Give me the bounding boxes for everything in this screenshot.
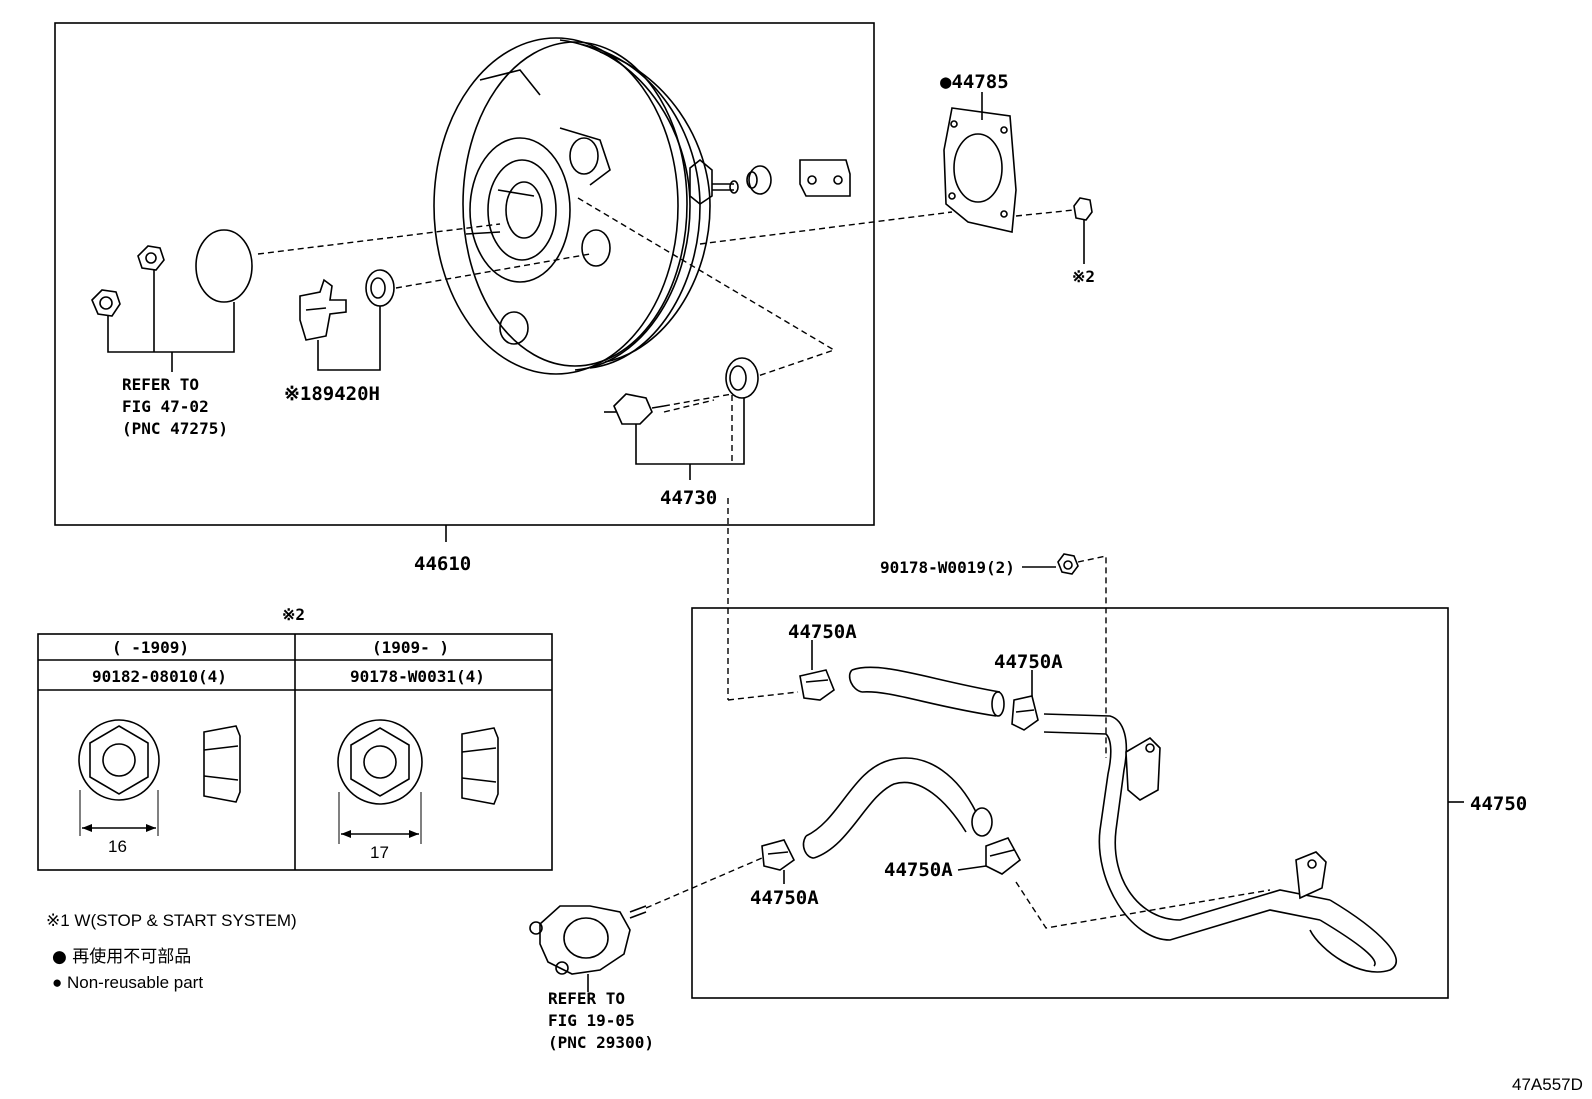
check-valve-grommet	[725, 357, 759, 399]
check-valve	[604, 393, 665, 425]
note-non-reusable-jp: ● 再使用不可部品	[52, 946, 191, 967]
hose-clip-4	[985, 837, 1022, 875]
hose-clip-2	[1011, 695, 1039, 731]
hose-clip-3	[761, 839, 796, 871]
label-44750a-4: 44750A	[884, 859, 953, 881]
vacuum-hose-lower	[802, 757, 993, 859]
refer-fig19-line1: REFER TO	[548, 989, 625, 1008]
brake-booster-body	[433, 37, 711, 375]
label-44750a-2: 44750A	[994, 651, 1063, 673]
refer-fig47-line2: FIG 47-02	[122, 397, 209, 416]
push-rod	[689, 158, 739, 205]
note-non-reusable-en: ● Non-reusable part	[52, 973, 203, 992]
hose-clip-1	[799, 669, 835, 701]
label-44785: ●44785	[940, 71, 1009, 93]
nut-16-front-view	[78, 719, 160, 801]
flange-nut-mark2	[1073, 197, 1093, 264]
table-col2-part: 90178-W0031(4)	[350, 667, 485, 686]
label-44730: 44730	[660, 487, 717, 509]
label-44750a-3: 44750A	[750, 887, 819, 909]
hose-assembly-frame	[691, 607, 1449, 999]
vacuum-hose-upper	[848, 666, 1005, 717]
refer-fig19-line2: FIG 19-05	[548, 1011, 635, 1030]
hose-bracket-nut	[1057, 553, 1079, 575]
sensor-grommet	[365, 269, 395, 307]
refer-fig47-line3: (PNC 47275)	[122, 419, 228, 438]
label-89420h: ※189420H	[284, 383, 380, 405]
label-90178-w0019: 90178-W0019(2)	[880, 558, 1015, 577]
nut-17-side-view	[461, 727, 499, 805]
vacuum-pipe	[1043, 713, 1397, 973]
table-col1-part: 90182-08010(4)	[92, 667, 227, 686]
table-col2-range: (1909- )	[372, 638, 449, 657]
label-44750: 44750	[1470, 793, 1527, 815]
pipe-bracket-lower	[1295, 851, 1327, 900]
note-stop-start: ※1 W(STOP & START SYSTEM)	[46, 911, 297, 930]
refer-fig47-line1: REFER TO	[122, 375, 199, 394]
label-44610: 44610	[414, 553, 471, 575]
table-mark2: ※2	[282, 605, 305, 624]
dimension-16: 16	[108, 837, 127, 856]
nut-17-front-view	[337, 719, 423, 805]
o-ring	[195, 229, 253, 303]
nut-left-upper	[137, 245, 165, 271]
booster-assembly-frame	[54, 22, 875, 526]
label-mark2-nut: ※2	[1072, 267, 1095, 286]
nut-variant-table: ※2 ( -1909) (1909- ) 90182-08010(4) 9017…	[37, 605, 553, 871]
booster-gasket	[943, 107, 1017, 233]
vacuum-pump	[529, 905, 647, 975]
refer-fig19-line3: (PNC 29300)	[548, 1033, 654, 1052]
figure-id: 47A557D	[1512, 1075, 1583, 1094]
nut-left-lower	[91, 289, 121, 317]
pipe-bracket-upper	[1125, 736, 1161, 801]
clevis	[799, 159, 851, 197]
vacuum-sensor	[299, 278, 347, 341]
rod-nut	[746, 165, 772, 195]
dimension-17: 17	[370, 843, 389, 862]
table-col1-range: ( -1909)	[112, 638, 189, 657]
label-44750a-1: 44750A	[788, 621, 857, 643]
nut-16-side-view	[203, 725, 241, 803]
